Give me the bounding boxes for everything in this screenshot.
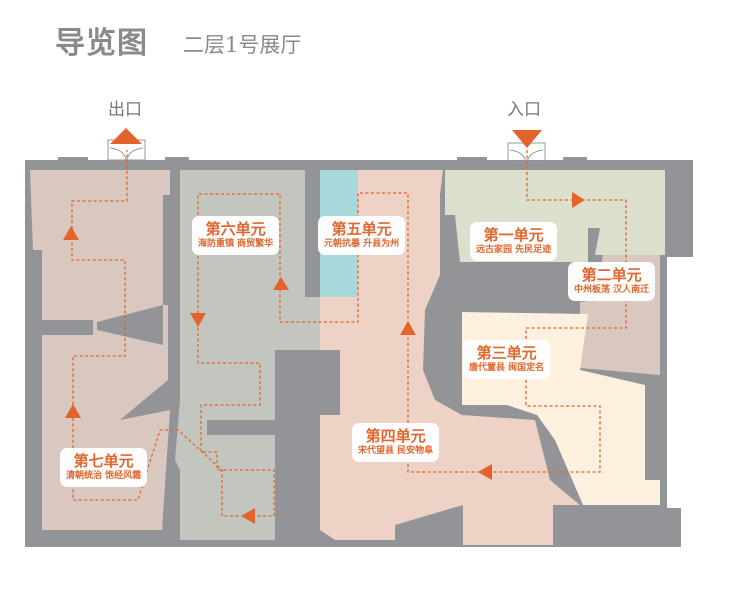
unit-2-name: 第二单元 (581, 266, 642, 284)
unit-5-name: 第五单元 (331, 220, 392, 238)
unit-1-name: 第一单元 (483, 226, 544, 244)
tour-route-path (71, 150, 627, 517)
page-title: 导览图 (55, 26, 148, 61)
zone-unit-7 (30, 170, 170, 530)
zone-unit-6-notch (97, 305, 163, 345)
unit-6-name: 第六单元 (205, 220, 266, 238)
unit-2-label[interactable]: 第二单元 中州板荡 汉人南迁 (568, 262, 656, 301)
unit-1-desc: 远古家园 先民足迹 (476, 245, 552, 255)
unit-7-desc: 清朝统治 饱经风霜 (66, 471, 142, 481)
unit-7-label[interactable]: 第七单元 清朝统治 饱经风霜 (60, 448, 148, 487)
unit-3-name: 第三单元 (476, 344, 537, 362)
unit-5-desc: 元朝抗暴 升县为州 (324, 239, 400, 249)
entrance-label: 入口 (507, 100, 541, 120)
unit-6-label[interactable]: 第六单元 海防重镇 商贸繁华 (192, 216, 280, 255)
unit-2-desc: 中州板荡 汉人南迁 (574, 285, 650, 295)
unit-4-desc: 宋代望县 民安物阜 (358, 446, 434, 456)
unit-3-desc: 唐代置县 闽国定名 (469, 363, 545, 373)
route-arrow-icons (63, 128, 585, 524)
zone-unit-6 (175, 170, 320, 540)
exit-label: 出口 (108, 100, 142, 120)
unit-4-name: 第四单元 (365, 427, 426, 445)
hall-subtitle: 二层1号展厅 (183, 33, 302, 57)
unit-6-desc: 海防重镇 商贸繁华 (198, 239, 274, 249)
unit-7-name: 第七单元 (73, 452, 134, 470)
unit-4-label[interactable]: 第四单元 宋代望县 民安物阜 (352, 423, 440, 462)
unit-1-label[interactable]: 第一单元 远古家园 先民足迹 (470, 222, 558, 261)
unit-3-label[interactable]: 第三单元 唐代置县 闽国定名 (463, 340, 551, 379)
unit-5-label[interactable]: 第五单元 元朝抗暴 升县为州 (318, 216, 406, 255)
